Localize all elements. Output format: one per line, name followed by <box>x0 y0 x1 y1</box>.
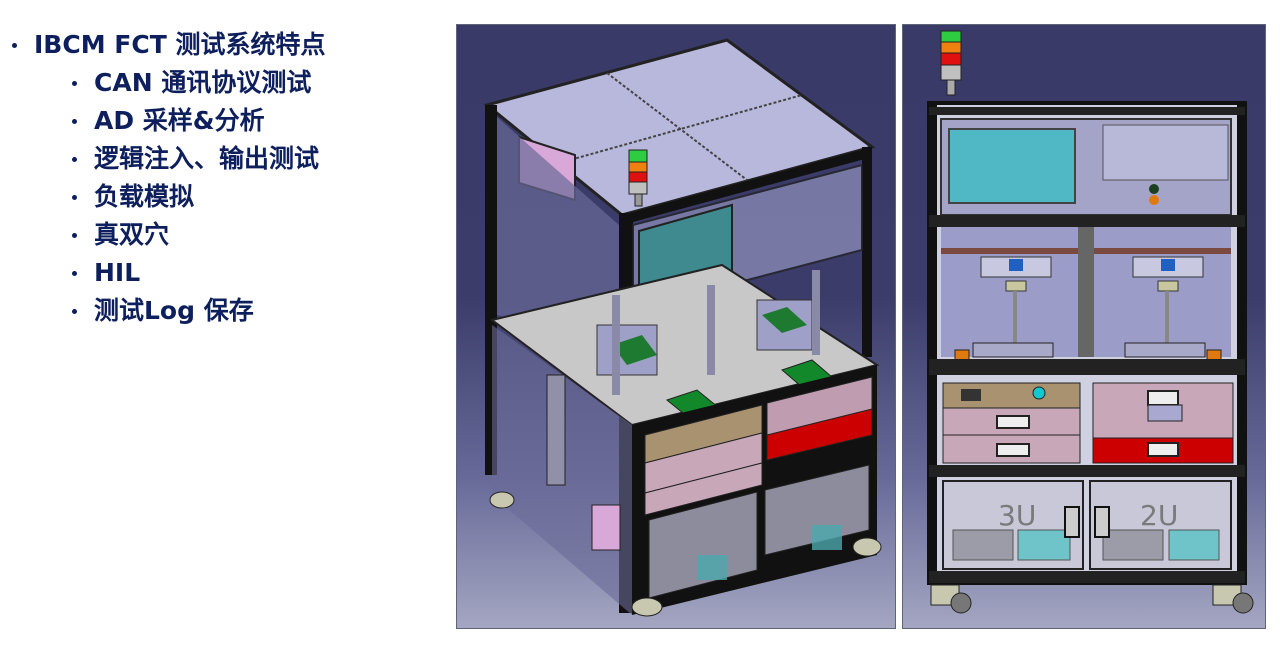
rack-label-3u: 3U <box>998 499 1036 532</box>
bullet-icon <box>72 270 77 276</box>
list-item: AD 采样&分析 <box>12 102 325 140</box>
list-item: HIL <box>12 254 325 292</box>
test-station-front-drawing: 3U 2U <box>927 30 1254 614</box>
bullet-icon <box>72 156 77 162</box>
isometric-cad-image <box>456 24 896 629</box>
test-station-isometric-drawing <box>483 38 882 617</box>
bullet-icon <box>72 80 77 86</box>
bullet-icon <box>72 232 77 238</box>
rack-label-2u: 2U <box>1140 499 1178 532</box>
feature-list: IBCM FCT 测试系统特点 CAN 通讯协议测试 AD 采样&分析 逻辑注入… <box>12 26 325 330</box>
bullet-icon <box>72 118 77 124</box>
bullet-icon <box>12 42 17 48</box>
list-title: IBCM FCT 测试系统特点 <box>12 26 325 64</box>
list-item: CAN 通讯协议测试 <box>12 64 325 102</box>
bullet-icon <box>72 194 77 200</box>
bullet-icon <box>72 308 77 314</box>
front-cad-image: 3U 2U <box>902 24 1266 629</box>
list-item: 负载模拟 <box>12 178 325 216</box>
list-item: 真双穴 <box>12 216 325 254</box>
list-item: 逻辑注入、输出测试 <box>12 140 325 178</box>
list-item: 测试Log 保存 <box>12 292 325 330</box>
